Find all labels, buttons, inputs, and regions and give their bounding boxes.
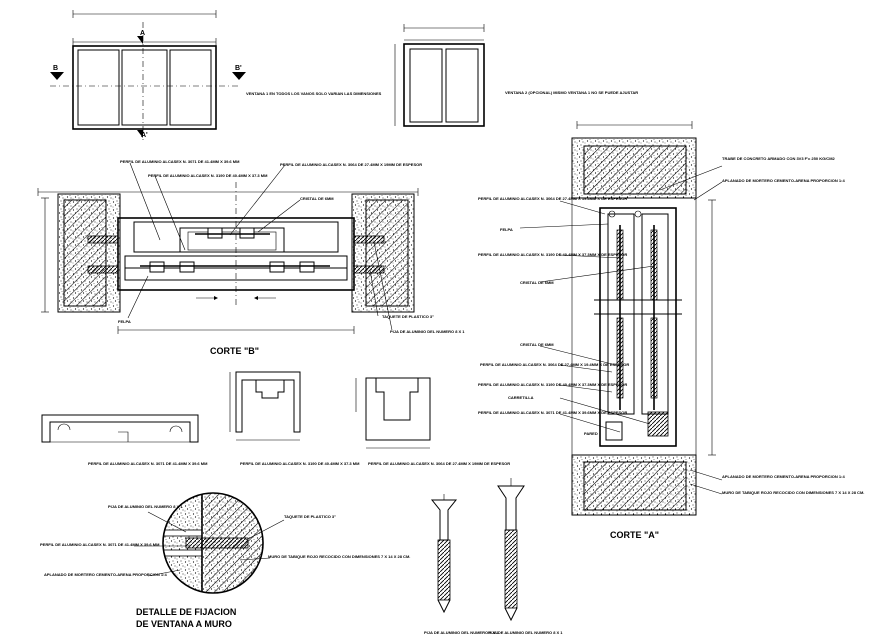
corte-a-label-aplanado-bottom: APLANADO DE MORTERO CEMENTO-ARENA PROPOR…: [722, 474, 845, 479]
profile-3071: PERFIL DE ALUMINIO ALCASEX N. 3071 DE 41…: [41, 414, 208, 466]
detalle-label-aplanado: APLANADO DE MORTERO CEMENTO-ARENA PROPOR…: [44, 572, 167, 577]
screw-2: PIJA DE ALUMINIO DEL NUMERO 8 X 1: [488, 478, 563, 635]
corte-a-label-perfil-3190: PERFIL DE ALUMINIO ALCASEX N. 3190 DE 40…: [478, 252, 627, 257]
corte-b-label-felpa: FELPA: [118, 319, 131, 324]
profile-3190-label: PERFIL DE ALUMINIO ALCASEX N. 3190 DE 40…: [240, 461, 360, 466]
profile-3064: PERFIL DE ALUMINIO ALCASEX N. 3064 DE 27…: [355, 377, 510, 466]
corte-a-label-aplanado-top: APLANADO DE MORTERO CEMENTO-ARENA PROPOR…: [722, 178, 845, 183]
corte-a-label-pared: PARED: [584, 431, 598, 436]
corte-b-label-perfil-3064: PERFIL DE ALUMINIO ALCASEX N. 3064 DE 27…: [280, 162, 422, 167]
corte-b-label-perfil-3190: PERFIL DE ALUMINIO ALCASEX N. 3190 DE 40…: [148, 173, 268, 178]
detalle-title-line-1: DETALLE DE FIJACION: [136, 607, 236, 617]
corte-a-label-perfil-3071: PERFIL DE ALUMINIO ALCASEX N. 3071 DE 41…: [478, 410, 627, 415]
profile-3064-label: PERFIL DE ALUMINIO ALCASEX N. 3064 DE 27…: [368, 461, 510, 466]
profile-3071-label: PERFIL DE ALUMINIO ALCASEX N. 3071 DE 41…: [88, 461, 208, 466]
corte-b-anchors: [87, 235, 385, 274]
corte-a-label-felpa: FELPA: [500, 227, 513, 232]
corte-a-title: CORTE "A": [610, 530, 659, 540]
corte-b-label-pija: PIJA DE ALUMINIO DEL NUMERO 8 X 1: [390, 329, 465, 334]
section-label-a-prime: A': [141, 132, 148, 139]
corte-b-label-cristal: CRISTAL DE 6MM: [300, 196, 334, 201]
corte-a-label-cristal-bottom: CRISTAL DE 6MM: [520, 342, 554, 347]
corte-a-label-perfil-3064: PERFIL DE ALUMINIO ALCASEX N. 3064 DE 27…: [478, 196, 627, 201]
ventana-1-elevation: A A' B B' VENTANA 1 EN TODOS LOS VANOS S…: [50, 10, 382, 140]
ventana-2-note: VENTANA 2 (OPCIONAL) MISMO VENTANA 1 NO …: [505, 90, 638, 95]
detalle-label-muro: MURO DE TABIQUE ROJO RECOCIDO CON DIMENS…: [268, 554, 410, 559]
section-label-a: A: [140, 30, 145, 37]
ventana-2-elevation: VENTANA 2 (OPCIONAL) MISMO VENTANA 1 NO …: [394, 24, 638, 127]
screw-1-label: PIJA DE ALUMINIO DEL NUMERO 8 X 1: [424, 630, 499, 635]
section-label-b: B: [53, 65, 58, 72]
corte-b-label-taquete: TAQUETE DE PLASTICO 3": [382, 314, 434, 319]
detalle-title-line-2: DE VENTANA A MURO: [136, 619, 232, 629]
corte-b-label-perfil-3071: PERFIL DE ALUMINIO ALCASEX N. 3071 DE 41…: [120, 159, 240, 164]
corte-b-title: CORTE "B": [210, 346, 259, 356]
corte-a-section: TRABE DE CONCRETO ARMADO CON 3V3 F'c 250…: [478, 121, 864, 540]
profile-3190: PERFIL DE ALUMINIO ALCASEX N. 3190 DE 40…: [229, 371, 360, 466]
corte-b-section: CORTE "B" PERFIL DE ALUMINIO ALCASEX N. …: [37, 159, 465, 356]
corte-a-label-perfil-3190-b: PERFIL DE ALUMINIO ALCASEX N. 3190 DE 40…: [478, 382, 627, 387]
ventana-1-note: VENTANA 1 EN TODOS LOS VANOS SOLO VARIAN…: [246, 91, 382, 96]
screw-2-label: PIJA DE ALUMINIO DEL NUMERO 8 X 1: [488, 630, 563, 635]
screw-1: PIJA DE ALUMINIO DEL NUMERO 8 X 1: [424, 494, 499, 635]
section-label-b-prime: B': [235, 65, 242, 72]
corte-a-label-cristal-top: CRISTAL DE 6MM: [520, 280, 554, 285]
detalle-label-taquete: TAQUETE DE PLASTICO 3": [284, 514, 336, 519]
detalle-label-perfil: PERFIL DE ALUMINIO ALCASEX N. 3071 DE 41…: [40, 542, 160, 547]
detalle-fijacion: PIJA DE ALUMINIO DEL NUMERO 8 X 1 TAQUET…: [40, 492, 410, 629]
corte-a-label-muro: MURO DE TABIQUE ROJO RECOCIDO CON DIMENS…: [722, 490, 864, 495]
detalle-label-pija: PIJA DE ALUMINIO DEL NUMERO 8 X 1: [108, 504, 183, 509]
corte-a-label-trabe: TRABE DE CONCRETO ARMADO CON 3V3 F'c 250…: [722, 156, 836, 161]
corte-a-label-perfil-3064-b: PERFIL DE ALUMINIO ALCASEX N. 3064 DE 27…: [480, 362, 629, 367]
corte-a-label-carretilla: CARRETILLA: [508, 395, 534, 400]
